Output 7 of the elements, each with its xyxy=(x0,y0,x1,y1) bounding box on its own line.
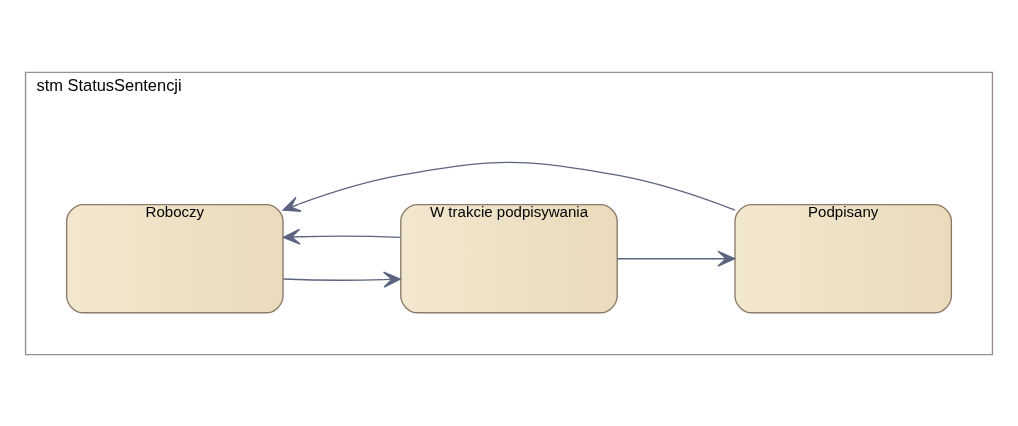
node-box: Roboczy xyxy=(65,203,284,313)
arrow xyxy=(282,161,736,212)
arrow xyxy=(282,228,401,245)
node-box: W trakcie podpisywania xyxy=(400,203,618,313)
arrow xyxy=(282,271,401,288)
node-box: Podpisany xyxy=(734,203,953,313)
arrow xyxy=(616,250,736,267)
